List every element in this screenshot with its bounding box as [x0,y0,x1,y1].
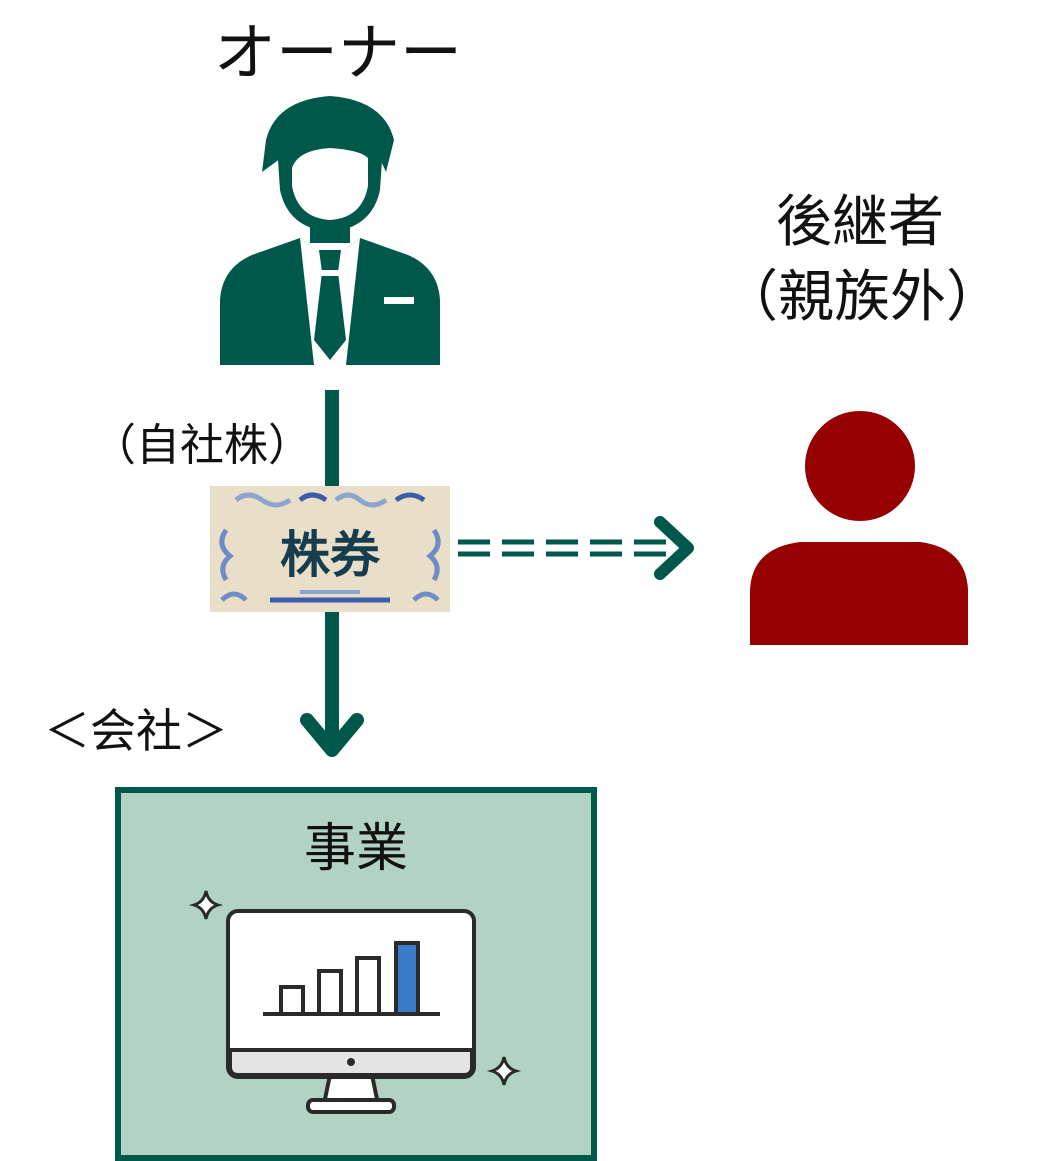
businessman-icon [220,96,440,365]
transfer-arrow [458,516,694,580]
stock-label: （自社株） [92,420,312,471]
owner-title: オーナー [214,16,463,89]
monitor-bar-chart-icon [226,909,476,1114]
successor-subtitle: （親族外） [722,265,1002,330]
certificate-text: 株券 [280,526,381,584]
business-label: 事業 [303,819,408,879]
stock-certificate-icon: 株券 [210,486,450,612]
sparkle-icon [188,890,224,920]
person-icon [750,411,968,645]
successor-title: 後継者 [776,190,944,255]
down-arrowhead [300,713,364,757]
right-arrowhead [654,516,694,580]
sparkle-icon [486,1056,522,1086]
company-label: ＜会社＞ [44,704,228,758]
